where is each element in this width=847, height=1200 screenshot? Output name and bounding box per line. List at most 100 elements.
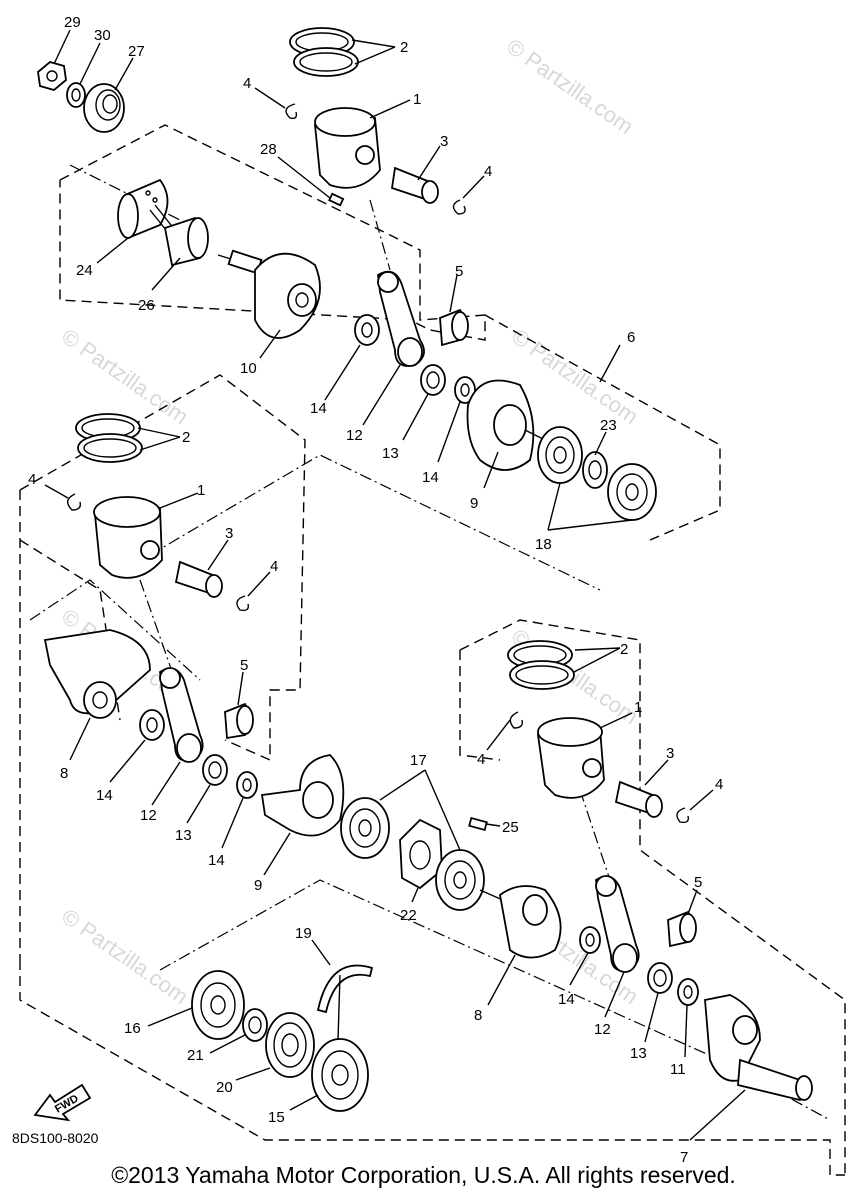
callout-9: 9 — [470, 495, 478, 512]
watermark: © Partzilla.com — [502, 34, 638, 140]
callout-10: 10 — [240, 360, 257, 377]
callout-5: 5 — [694, 874, 702, 891]
crank-9-top — [466, 379, 576, 471]
washer-30 — [66, 82, 86, 108]
washer-14-mid-b — [236, 771, 258, 799]
needle-bearing-24 — [117, 178, 176, 240]
crank-8-mid — [43, 629, 151, 719]
callout-12: 12 — [140, 807, 157, 824]
piston-1-right — [536, 717, 605, 799]
diagram-code: 8DS100-8020 — [12, 1130, 99, 1146]
bearing-5-right — [667, 910, 697, 948]
callout-4: 4 — [28, 471, 36, 488]
clip-28 — [328, 192, 345, 207]
piston-1-mid — [93, 496, 163, 579]
bearing-16 — [191, 970, 245, 1040]
seal-20 — [265, 1012, 315, 1078]
callout-13: 13 — [175, 827, 192, 844]
callout-numbers: 29 30 27 2 1 4 3 4 28 24 26 10 5 6 14 12… — [28, 14, 723, 1166]
callout-3: 3 — [666, 745, 674, 762]
callout-6: 6 — [627, 329, 635, 346]
callout-13: 13 — [382, 445, 399, 462]
callout-2: 2 — [400, 39, 408, 56]
bearing-13-mid — [202, 754, 228, 786]
crank-9-mid — [260, 754, 345, 837]
copyright-notice: ©2013 Yamaha Motor Corporation, U.S.A. A… — [111, 1162, 736, 1188]
bearing-13-right — [647, 962, 673, 994]
circlip-19 — [316, 964, 374, 1014]
callout-23: 23 — [600, 417, 617, 434]
washer-14-top-b — [454, 376, 476, 404]
washer-14-right — [579, 926, 601, 954]
callout-1: 1 — [634, 699, 642, 716]
callout-1: 1 — [197, 482, 205, 499]
callout-8: 8 — [60, 765, 68, 782]
conrod-12-top — [377, 270, 425, 367]
bearing-17-right — [435, 849, 485, 911]
callout-3: 3 — [440, 133, 448, 150]
piston-pin-3-top — [390, 166, 439, 204]
callout-2: 2 — [182, 429, 190, 446]
callout-22: 22 — [400, 907, 417, 924]
piston-ring-2-right — [507, 640, 575, 690]
oil-seal-27 — [83, 83, 125, 133]
callout-5: 5 — [240, 657, 248, 674]
callout-20: 20 — [216, 1079, 233, 1096]
callout-28: 28 — [260, 141, 277, 158]
bearing-5-top — [439, 308, 469, 347]
callout-4: 4 — [477, 751, 485, 768]
callout-25: 25 — [502, 819, 519, 836]
callout-3: 3 — [225, 525, 233, 542]
leader-lines — [44, 29, 746, 1141]
callout-13: 13 — [630, 1045, 647, 1062]
callout-12: 12 — [594, 1021, 611, 1038]
circlip-4-top-right — [452, 199, 466, 215]
crank-7 — [704, 994, 813, 1101]
piston-ring-2-mid — [75, 413, 143, 463]
nut-29 — [37, 61, 67, 91]
callout-27: 27 — [128, 43, 145, 60]
callout-14: 14 — [208, 852, 225, 869]
callout-26: 26 — [138, 297, 155, 314]
callout-14: 14 — [422, 469, 439, 486]
washer-14-mid-a — [139, 709, 165, 741]
callout-14: 14 — [558, 991, 575, 1008]
callout-4: 4 — [715, 776, 723, 793]
circlip-4-right-left — [509, 711, 524, 729]
circlip-4-mid-left — [67, 493, 82, 511]
callout-4: 4 — [270, 558, 278, 575]
collar-21 — [242, 1008, 268, 1042]
callout-12: 12 — [346, 427, 363, 444]
callout-19: 19 — [295, 925, 312, 942]
callout-8: 8 — [474, 1007, 482, 1024]
callout-16: 16 — [124, 1020, 141, 1037]
piston-ring-2-top — [289, 27, 359, 77]
bearing-17-left — [340, 797, 390, 859]
callout-4: 4 — [484, 163, 492, 180]
circlip-4-top-left — [285, 103, 298, 120]
callout-14: 14 — [310, 400, 327, 417]
watermark: © Partzilla.com — [57, 904, 193, 1010]
callout-14: 14 — [96, 787, 113, 804]
watermark: © Partzilla.com — [57, 324, 193, 430]
callout-24: 24 — [76, 262, 93, 279]
bearing-15 — [311, 1038, 369, 1112]
callout-2: 2 — [620, 641, 628, 658]
pin-25 — [468, 816, 488, 832]
callout-21: 21 — [187, 1047, 204, 1064]
piston-1-top — [314, 107, 381, 189]
seal-23 — [582, 451, 608, 489]
crank-8-right — [479, 885, 562, 959]
callout-5: 5 — [455, 263, 463, 280]
washer-11 — [677, 978, 699, 1006]
callout-17: 17 — [410, 752, 427, 769]
piston-pin-3-mid — [174, 560, 223, 598]
circlip-4-mid-right — [236, 595, 250, 612]
bearing-18-right — [607, 463, 657, 521]
callout-29: 29 — [64, 14, 81, 31]
conrod-12-right — [595, 875, 640, 973]
callout-1: 1 — [413, 91, 421, 108]
callout-7: 7 — [680, 1149, 688, 1166]
bearing-18-left — [537, 426, 583, 484]
bearing-5-mid — [224, 702, 254, 740]
